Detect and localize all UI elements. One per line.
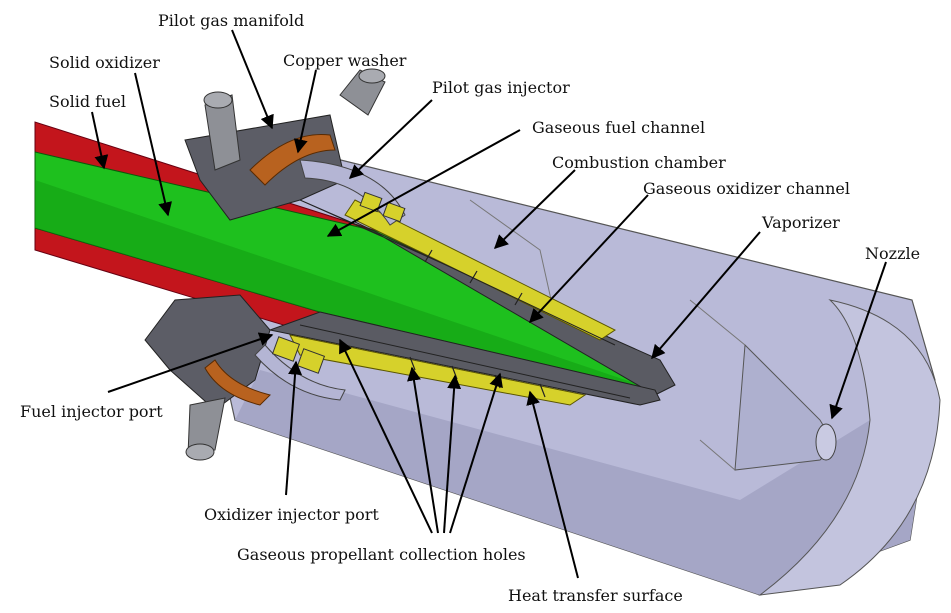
injector-head-lower xyxy=(144,294,346,411)
label-pilot-gas-manifold: Pilot gas manifold xyxy=(158,11,304,30)
solid-oxidizer-dark-face xyxy=(35,180,655,390)
arrow-nozzle xyxy=(829,261,887,420)
label-heat-transfer-surface: Heat transfer surface xyxy=(508,586,683,605)
housing-end-face xyxy=(758,299,941,596)
arrow-collection-hole-4 xyxy=(449,372,503,534)
label-vaporizer: Vaporizer xyxy=(761,213,840,232)
pilot-gas-pipes xyxy=(185,68,386,461)
arrow-solid-fuel xyxy=(91,111,109,170)
label-copper-washer: Copper washer xyxy=(283,51,407,70)
arrow-vaporizer xyxy=(651,231,761,360)
arrow-pilot-gas-injector xyxy=(348,99,433,179)
arrow-gaseous-fuel-channel xyxy=(326,129,521,237)
injector-ports xyxy=(271,191,406,374)
arrow-collection-hole-3 xyxy=(443,374,462,534)
arrow-copper-washer xyxy=(293,69,317,154)
arrow-oxidizer-injector-port xyxy=(285,360,303,496)
arrow-gaseous-oxidizer-channel xyxy=(529,194,649,324)
label-nozzle: Nozzle xyxy=(865,244,920,263)
copper-washer-lower xyxy=(204,359,271,406)
housing-shade xyxy=(235,370,935,595)
label-solid-oxidizer: Solid oxidizer xyxy=(49,53,160,72)
pipe-bottom xyxy=(187,397,226,456)
arrow-combustion-chamber xyxy=(493,169,576,249)
labels: Pilot gas manifold Solid oxidizer Copper… xyxy=(20,11,920,605)
label-combustion-chamber: Combustion chamber xyxy=(552,153,726,172)
leader-arrows xyxy=(91,29,887,579)
heat-transfer-upper xyxy=(344,199,616,341)
label-pilot-gas-injector: Pilot gas injector xyxy=(432,78,570,97)
arrow-solid-oxidizer xyxy=(134,72,172,217)
arrow-pilot-gas-manifold xyxy=(231,29,274,130)
nozzle-exit xyxy=(815,423,837,461)
label-solid-fuel: Solid fuel xyxy=(49,92,126,111)
vaporizer xyxy=(268,199,676,406)
label-gaseous-propellant-collection-holes: Gaseous propellant collection holes xyxy=(237,545,526,564)
copper-washer-upper xyxy=(249,133,336,186)
vaporizer-lower xyxy=(268,311,661,406)
label-gaseous-fuel-channel: Gaseous fuel channel xyxy=(532,118,705,137)
arrow-heat-transfer-surface xyxy=(526,390,579,579)
arrow-fuel-injector-port xyxy=(107,332,274,393)
arrow-collection-hole-1 xyxy=(339,338,433,534)
label-gaseous-oxidizer-channel: Gaseous oxidizer channel xyxy=(643,179,850,198)
arrow-collection-hole-2 xyxy=(407,366,439,534)
label-oxidizer-injector-port: Oxidizer injector port xyxy=(204,505,379,524)
label-fuel-injector-port: Fuel injector port xyxy=(20,402,163,421)
